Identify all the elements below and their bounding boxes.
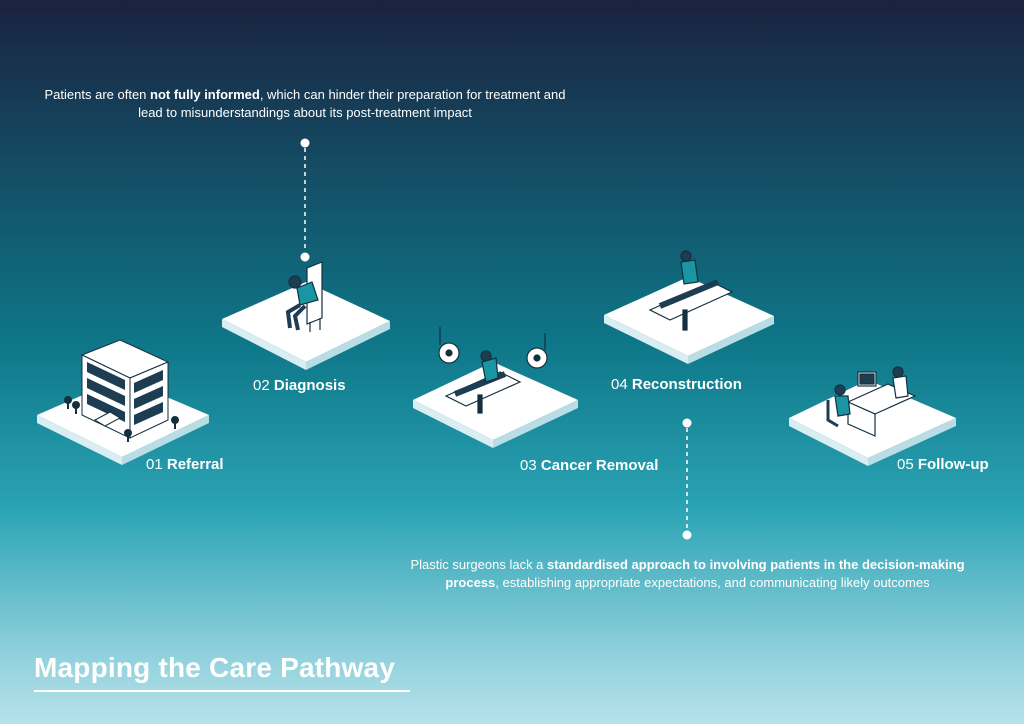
step-label-diagnosis: 02 Diagnosis xyxy=(253,377,346,394)
step-number: 05 xyxy=(897,456,914,473)
title-underline xyxy=(34,690,410,692)
step-name: Reconstruction xyxy=(631,376,742,393)
operating-table-icon xyxy=(648,250,734,331)
step-name: Cancer Removal xyxy=(540,457,659,474)
page-title: Mapping the Care Pathway xyxy=(34,652,396,683)
step-number: 03 xyxy=(520,457,537,474)
top-annotation-pre: Patients are often xyxy=(44,87,151,102)
step-label-follow-up: 05 Follow-up xyxy=(897,456,989,473)
bottom-annotation-bold: standardised approach to involving patie… xyxy=(445,557,965,590)
connector-bottom xyxy=(682,418,692,540)
platform-reconstruction xyxy=(604,250,774,364)
seated-patient-icon xyxy=(285,261,323,332)
consultation-desk-icon xyxy=(826,366,917,437)
bottom-annotation: Plastic surgeons lack a standardised app… xyxy=(395,556,980,592)
step-name: Follow-up xyxy=(917,456,989,473)
step-label-cancer-removal: 03 Cancer Removal xyxy=(520,457,658,474)
connector-top xyxy=(300,138,310,262)
platform-referral xyxy=(37,339,209,465)
top-annotation: Patients are often not fully informed, w… xyxy=(40,86,570,122)
top-annotation-post: , which can hinder their preparation for… xyxy=(138,87,566,120)
step-number: 01 xyxy=(146,456,163,473)
step-label-reconstruction: 04 Reconstruction xyxy=(611,376,742,393)
step-number: 04 xyxy=(611,376,628,393)
hospital-building-icon xyxy=(80,339,170,439)
platform-cancer-removal xyxy=(413,327,578,448)
step-label-referral: 01 Referral xyxy=(146,456,224,473)
platform-diagnosis xyxy=(222,261,390,370)
bottom-annotation-pre: Plastic surgeons lack a xyxy=(410,557,548,572)
step-name: Referral xyxy=(166,456,224,473)
bottom-annotation-post: , establishing appropriate expectations,… xyxy=(495,575,930,590)
top-annotation-bold: not fully informed xyxy=(150,87,260,102)
platform-follow-up xyxy=(789,366,956,466)
step-name: Diagnosis xyxy=(273,377,346,394)
step-number: 02 xyxy=(253,377,270,394)
surgery-table-icon xyxy=(438,327,548,414)
